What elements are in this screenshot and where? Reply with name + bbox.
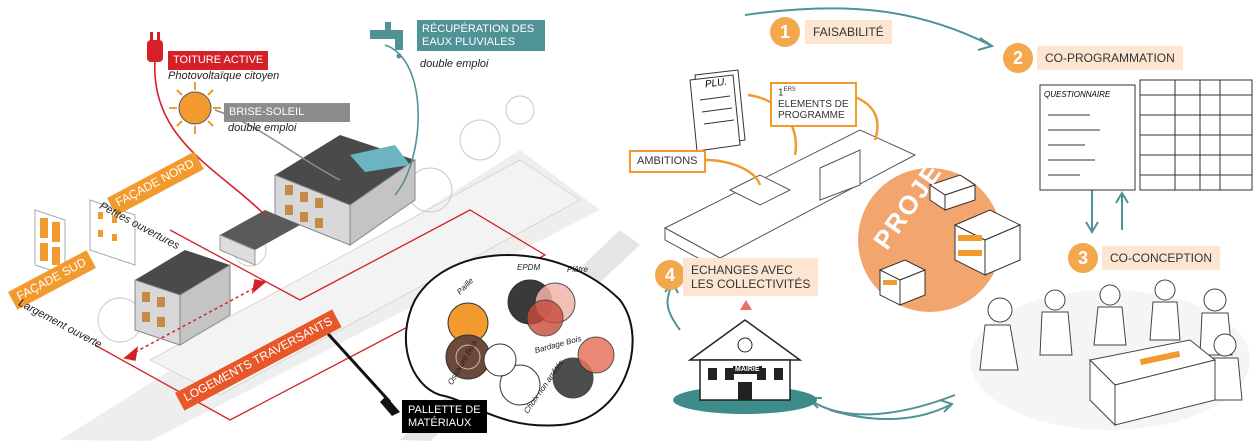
plu-documents	[689, 69, 746, 152]
recuperation-line1: RÉCUPÉRATION DES	[422, 23, 535, 35]
step-4-line2: LES COLLECTIVITÉS	[691, 277, 811, 291]
palette-label: PALLETTE DE MATÉRIAUX	[402, 400, 487, 434]
facade-sud-panel	[34, 209, 66, 276]
elements-line2: PROGRAMME	[778, 110, 845, 122]
palette-line1: PALLETTE DE	[408, 404, 481, 416]
paintbrush-icon	[318, 323, 400, 416]
elements-sup: ERS	[783, 87, 796, 93]
site-boundary	[94, 209, 547, 421]
step-2-number: 2	[1003, 43, 1033, 73]
step-3-number: 3	[1068, 243, 1098, 273]
toiture-leader	[154, 59, 266, 216]
mairie-label: MAIRIE	[733, 366, 762, 375]
people-sketch	[970, 279, 1250, 430]
step-2-label: CO-PROGRAMMATION	[1037, 46, 1183, 70]
mairie-building	[673, 300, 817, 414]
recuperation-label: RÉCUPÉRATION DES EAUX PLUVIALES	[417, 20, 545, 52]
step-4-label: ECHANGES AVEC LES COLLECTIVITÉS	[683, 258, 819, 296]
material-platre: Plâtre	[567, 265, 588, 274]
building-main	[274, 135, 416, 246]
tap-icon	[370, 22, 403, 59]
toiture-subtitle: Photovoltaïque citoyen	[168, 70, 280, 82]
questionnaire-label: QUESTIONNAIRE	[1044, 90, 1111, 99]
logements-arrow	[123, 279, 267, 361]
sun-icon	[169, 82, 221, 134]
ambitions-label: AMBITIONS	[629, 150, 706, 173]
recuperation-line2: EAUX PLUVIALES	[422, 35, 515, 48]
brise-subtitle: double emploi	[228, 122, 297, 134]
palette-line2: MATÉRIAUX	[408, 416, 472, 429]
step-4-number: 4	[655, 260, 685, 290]
building-small	[134, 250, 231, 346]
elements-label: 1ERS ELEMENTS DE PROGRAMME	[770, 82, 857, 127]
step-1-label: FAISABILITÉ	[805, 20, 892, 44]
elements-line1: ELEMENTS DE	[778, 98, 849, 110]
recuperation-subtitle: double emploi	[420, 58, 489, 70]
plug-icon	[147, 32, 163, 62]
building-link	[220, 210, 300, 250]
step-1-number: 1	[770, 17, 800, 47]
elements-num: 1	[778, 87, 784, 99]
step-3-label: CO-CONCEPTION	[1102, 246, 1220, 270]
questionnaire-sheets	[1039, 79, 1253, 191]
material-swatches	[445, 279, 615, 406]
toiture-label: TOITURE ACTIVE	[168, 51, 269, 70]
projet-blocks	[878, 174, 1022, 306]
material-epdm: EPDM	[517, 263, 541, 272]
step-4-line1: ECHANGES AVEC	[691, 263, 793, 277]
brise-label: BRISE-SOLEIL	[224, 103, 350, 122]
